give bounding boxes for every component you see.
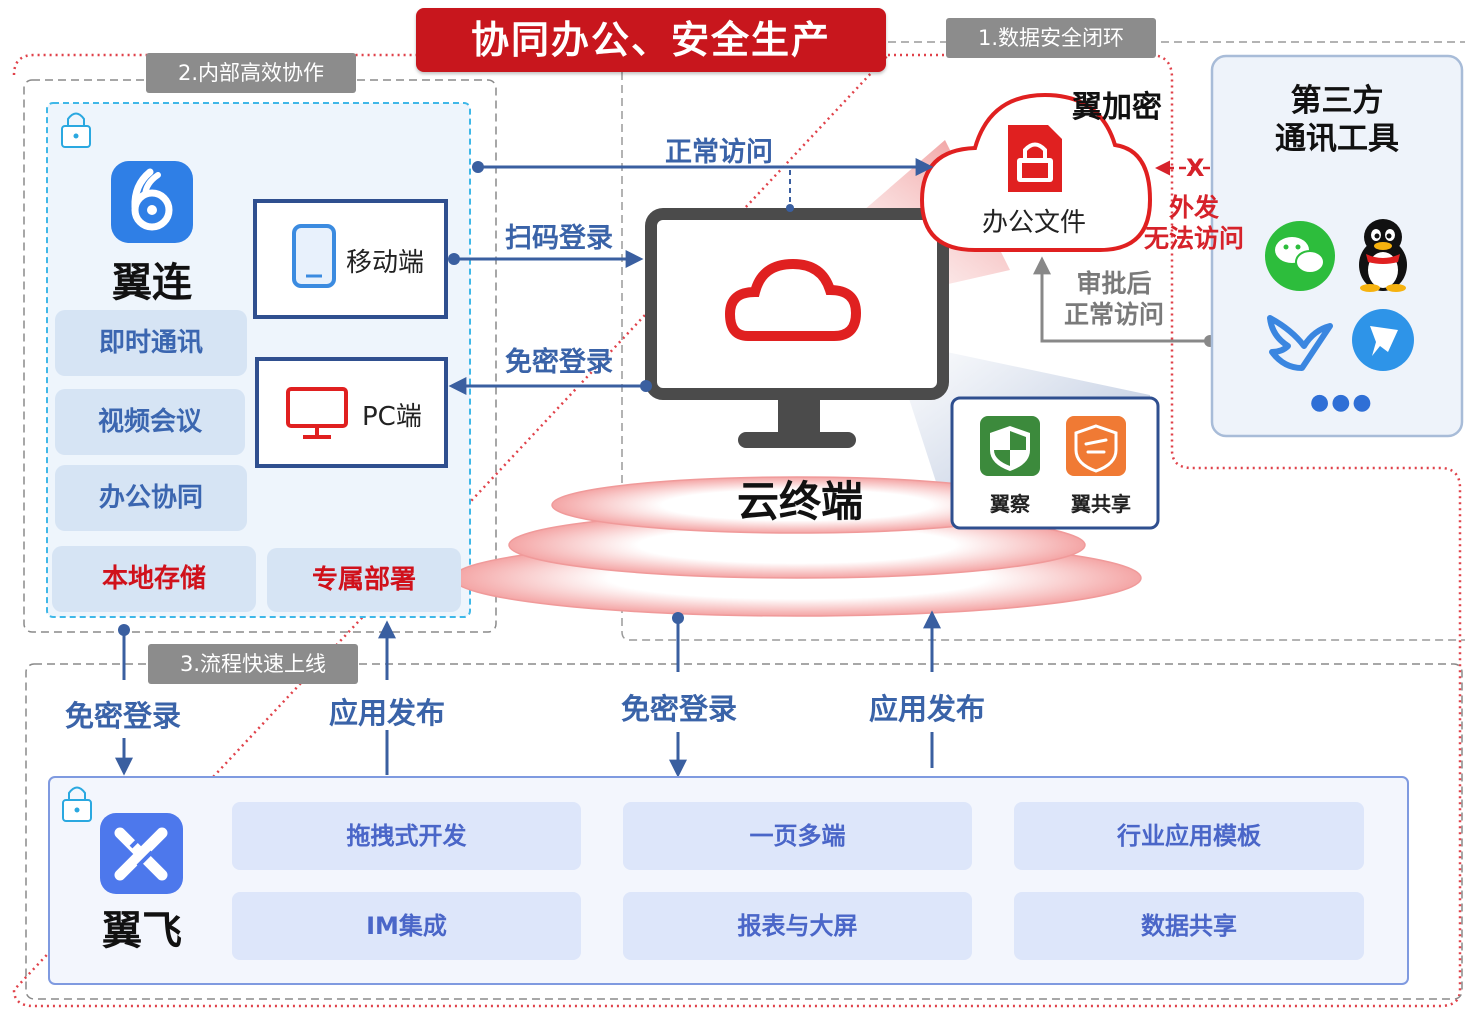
label-blocked-line2: 无法访问 xyxy=(1143,224,1244,253)
office-file-label: 办公文件 xyxy=(982,208,1087,238)
yilian-logo-icon xyxy=(111,161,193,243)
mobile-client-box xyxy=(253,199,448,319)
bird-app-icon xyxy=(1267,315,1333,371)
pc-client-label[interactable]: PC端 xyxy=(362,402,422,432)
main-title-banner: 协同办公、安全生产 xyxy=(416,8,886,72)
label-approved-line2: 正常访问 xyxy=(1063,300,1164,329)
tag-data-security: 1.数据安全闭环 xyxy=(946,18,1156,58)
feature-dedicated-deploy[interactable]: 专属部署 xyxy=(267,548,461,612)
feature-reports-dashboard[interactable]: 报表与大屏 xyxy=(623,892,972,960)
feature-drag-drop-dev[interactable]: 拖拽式开发 xyxy=(232,802,581,870)
third-party-title: 第三方 通讯工具 xyxy=(1212,82,1462,158)
label-blocked-access: 外发 无法访问 xyxy=(1136,192,1252,254)
blocked-x-mark: X xyxy=(1186,154,1205,182)
feature-one-page-multi-device[interactable]: 一页多端 xyxy=(623,802,972,870)
yilian-lock-icon xyxy=(61,112,91,148)
yifei-name: 翼飞 xyxy=(102,908,182,954)
pc-monitor-icon xyxy=(286,387,348,439)
label-normal-access: 正常访问 xyxy=(665,137,773,168)
label-bottom-publish-right: 应用发布 xyxy=(869,692,986,726)
section-3-border xyxy=(25,663,1463,1000)
label-approved-line1: 审批后 xyxy=(1076,269,1152,298)
document-lock-icon xyxy=(1008,125,1062,192)
mobile-phone-icon xyxy=(292,224,336,288)
qq-penguin-icon xyxy=(1359,219,1407,292)
main-title: 协同办公、安全生产 xyxy=(470,18,831,62)
feature-industry-templates[interactable]: 行业应用模板 xyxy=(1014,802,1364,870)
tag-internal-collab: 2.内部高效协作 xyxy=(146,53,356,93)
yigongxiang-shield-icon xyxy=(1066,416,1126,476)
encryption-name: 翼加密 xyxy=(1072,90,1162,125)
label-scan-login: 扫码登录 xyxy=(505,223,613,254)
secure-zone-border xyxy=(12,53,1462,1008)
feature-local-storage[interactable]: 本地存储 xyxy=(52,546,256,612)
third-party-title-line2: 通讯工具 xyxy=(1275,121,1399,157)
feature-im-integration[interactable]: IM集成 xyxy=(232,892,581,960)
product-yicha-label: 翼察 xyxy=(990,492,1030,516)
third-party-title-line1: 第三方 xyxy=(1290,83,1384,119)
yicha-shield-icon xyxy=(980,416,1040,476)
product-yigongxiang-label: 翼共享 xyxy=(1071,492,1131,516)
mobile-client-label[interactable]: 移动端 xyxy=(346,248,425,278)
feature-data-sharing[interactable]: 数据共享 xyxy=(1014,892,1364,960)
label-bottom-login-left: 免密登录 xyxy=(65,699,182,733)
cloud-terminal-monitor-icon xyxy=(645,208,949,448)
feishu-app-icon xyxy=(1352,309,1414,371)
label-approved-access: 审批后 正常访问 xyxy=(1054,268,1174,330)
wechat-icon xyxy=(1265,221,1335,291)
yifei-logo-icon xyxy=(100,813,183,894)
section-1-border xyxy=(621,72,1465,641)
feature-video-meeting[interactable]: 视频会议 xyxy=(55,389,245,455)
yifei-lock-icon xyxy=(62,786,92,822)
more-apps-dots[interactable]: ●●● xyxy=(1310,390,1374,415)
feature-instant-messaging[interactable]: 即时通讯 xyxy=(55,310,247,376)
label-bottom-publish-left: 应用发布 xyxy=(329,696,446,730)
feature-office-collab[interactable]: 办公协同 xyxy=(55,465,247,531)
yilian-name: 翼连 xyxy=(112,260,192,306)
label-bottom-login-right: 免密登录 xyxy=(621,692,738,726)
cloud-terminal-name: 云终端 xyxy=(736,477,863,526)
label-blocked-line1: 外发 xyxy=(1168,193,1219,222)
label-password-free-login: 免密登录 xyxy=(505,347,613,378)
tag-process-launch: 3.流程快速上线 xyxy=(148,644,358,684)
